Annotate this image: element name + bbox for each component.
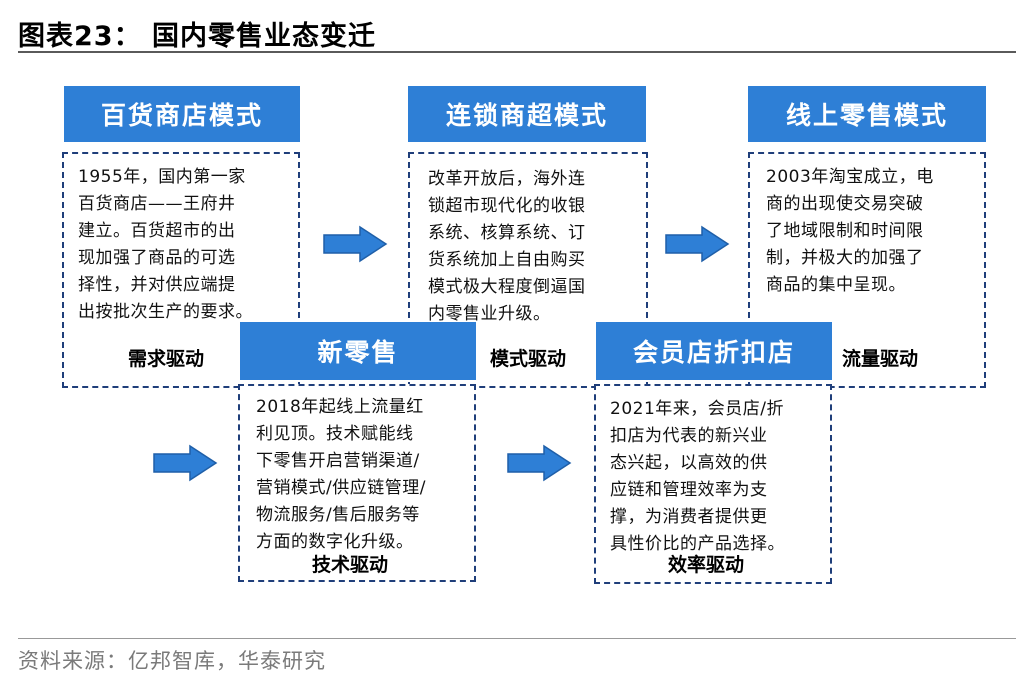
stage-driver: 需求驱动: [128, 348, 205, 370]
stage-text: 2018年起线上流量红 利见顶。技术赋能线 下零售开启营销渠道/ 营销模式/供应…: [256, 397, 426, 552]
stage-text: 1955年，国内第一家 百货商店——王府井 建立。百货超市的出 现加强了商品的可…: [78, 167, 253, 322]
stage-header-chain-supermarket: 连锁商超模式: [408, 86, 646, 142]
source-note: 资料来源：亿邦智库，华泰研究: [18, 649, 326, 673]
stage-header-department-store: 百货商店模式: [64, 86, 300, 142]
stage-header-online-retail: 线上零售模式: [748, 86, 986, 142]
top-rule: [18, 51, 1016, 53]
stage-text: 2021年来，会员店/折 扣店为代表的新兴业 态兴起，以高效的供 应链和管理效率…: [610, 399, 785, 554]
stage-header-new-retail: 新零售: [240, 322, 476, 380]
stage-box-new-retail: 2018年起线上流量红 利见顶。技术赋能线 下零售开启营销渠道/ 营销模式/供应…: [238, 384, 476, 582]
stage-header-membership-discount: 会员店折扣店: [596, 322, 832, 380]
bottom-rule: [18, 638, 1016, 639]
stage-box-department-store: 1955年，国内第一家 百货商店——王府井 建立。百货超市的出 现加强了商品的可…: [62, 152, 300, 388]
right-arrow-icon: [507, 444, 572, 482]
stage-driver: 流量驱动: [842, 348, 919, 370]
stage-driver: 技术驱动: [312, 554, 389, 576]
stage-driver: 模式驱动: [490, 348, 567, 370]
right-arrow-icon: [153, 444, 218, 482]
stage-text: 2003年淘宝成立，电 商的出现使交易突破 了地域限制和时间限 制，并极大的加强…: [766, 167, 934, 295]
stage-driver: 效率驱动: [668, 554, 745, 576]
stage-text: 改革开放后，海外连 锁超市现代化的收银 系统、核算系统、订 货系统加上自由购买 …: [428, 169, 586, 324]
right-arrow-icon: [665, 225, 730, 263]
stage-box-membership-discount: 2021年来，会员店/折 扣店为代表的新兴业 态兴起，以高效的供 应链和管理效率…: [594, 384, 832, 584]
figure-title: 图表23： 国内零售业态变迁: [18, 21, 376, 52]
right-arrow-icon: [323, 225, 388, 263]
